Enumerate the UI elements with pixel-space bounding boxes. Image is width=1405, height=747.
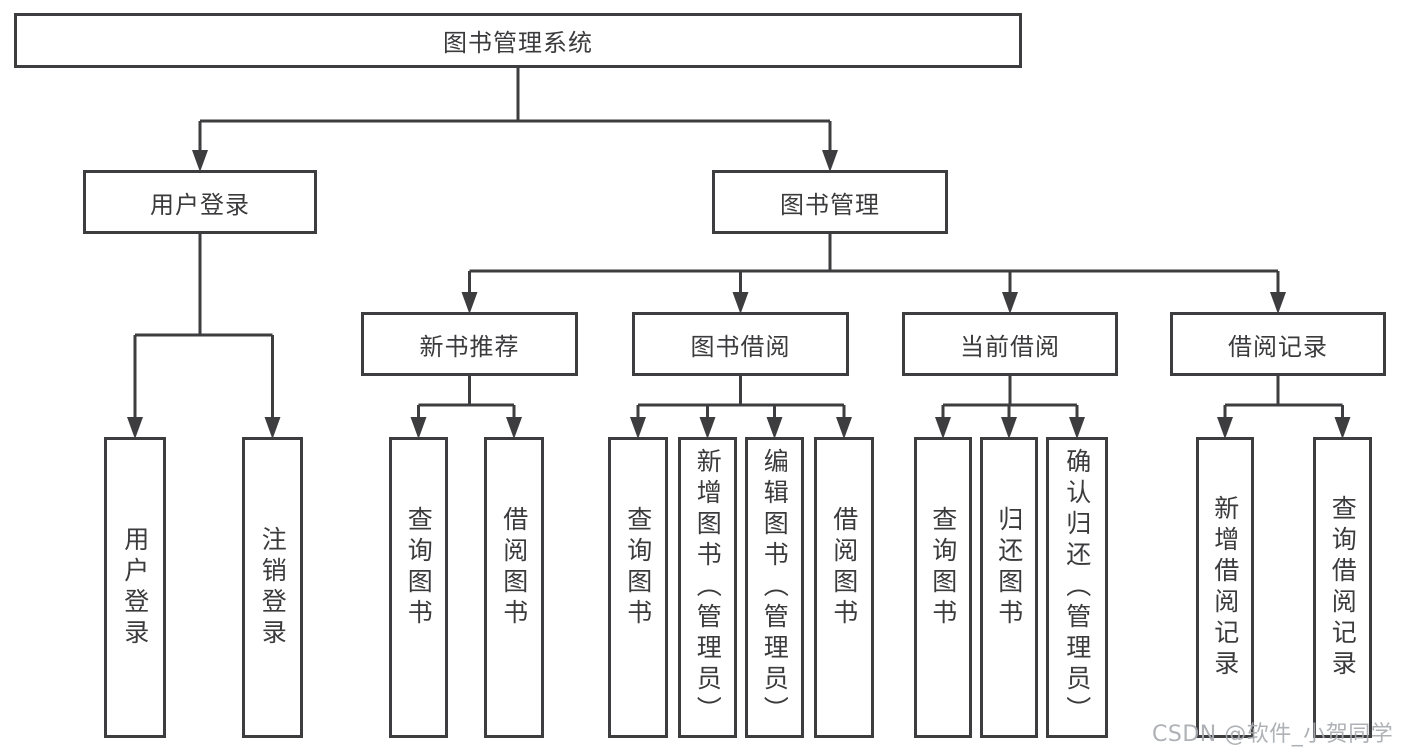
node-user-login-label: 用户登录 [150, 190, 250, 219]
node-book-management: 图书管理 [712, 170, 948, 234]
node-new-book-recommend: 新书推荐 [361, 312, 578, 376]
leaf-query-books-newbooks: 查询图书 [389, 437, 448, 738]
leaf-query-books-borrowing: 查询图书 [608, 437, 668, 738]
leaf-query-books-current: 查询图书 [914, 437, 972, 738]
leaf-borrow-books-borrowing: 借阅图书 [814, 437, 874, 738]
leaf-query-books-borrowing-label: 查询图书 [623, 505, 653, 630]
leaf-query-borrow-record-label: 查询借阅记录 [1328, 494, 1358, 681]
leaf-user-login: 用户登录 [104, 437, 166, 738]
node-borrowing-records: 借阅记录 [1170, 312, 1386, 376]
leaf-borrow-books-borrowing-label: 借阅图书 [829, 505, 859, 630]
leaf-query-borrow-record: 查询借阅记录 [1313, 437, 1372, 738]
node-root-label: 图书管理系统 [443, 29, 593, 57]
leaf-logout: 注销登录 [242, 437, 303, 738]
node-current-borrowing: 当前借阅 [902, 312, 1118, 376]
node-book-borrowing-label: 图书借阅 [690, 332, 791, 361]
leaf-confirm-return-admin: 确认归还（管理员） [1046, 437, 1108, 738]
leaf-return-books: 归还图书 [980, 437, 1038, 738]
leaf-borrow-books-newbooks: 借阅图书 [484, 437, 544, 738]
leaf-query-books-current-label: 查询图书 [928, 505, 958, 630]
leaf-add-borrow-record: 新增借阅记录 [1196, 437, 1254, 738]
leaf-edit-books-admin-label: 编辑图书（管理员） [760, 448, 790, 727]
leaf-user-login-label: 用户登录 [120, 525, 150, 650]
leaf-confirm-return-admin-label: 确认归还（管理员） [1062, 448, 1092, 727]
node-book-borrowing: 图书借阅 [632, 312, 849, 376]
node-current-borrowing-label: 当前借阅 [960, 332, 1060, 361]
node-new-book-recommend-label: 新书推荐 [419, 332, 520, 361]
leaf-add-books-admin: 新增图书（管理员） [678, 437, 737, 738]
node-borrowing-records-label: 借阅记录 [1228, 332, 1328, 361]
leaf-borrow-books-newbooks-label: 借阅图书 [499, 505, 529, 630]
leaf-logout-label: 注销登录 [258, 525, 288, 650]
leaf-add-borrow-record-label: 新增借阅记录 [1210, 494, 1240, 681]
leaf-return-books-label: 归还图书 [994, 505, 1024, 630]
node-book-management-label: 图书管理 [780, 190, 880, 219]
arrowheads [127, 150, 1351, 439]
leaf-edit-books-admin: 编辑图书（管理员） [745, 437, 804, 738]
node-root: 图书管理系统 [14, 13, 1022, 68]
leaf-query-books-newbooks-label: 查询图书 [404, 505, 434, 630]
node-user-login: 用户登录 [83, 170, 317, 234]
csdn-watermark: CSDN @软件_小贺同学 [1152, 722, 1394, 747]
leaf-add-books-admin-label: 新增图书（管理员） [693, 448, 723, 727]
